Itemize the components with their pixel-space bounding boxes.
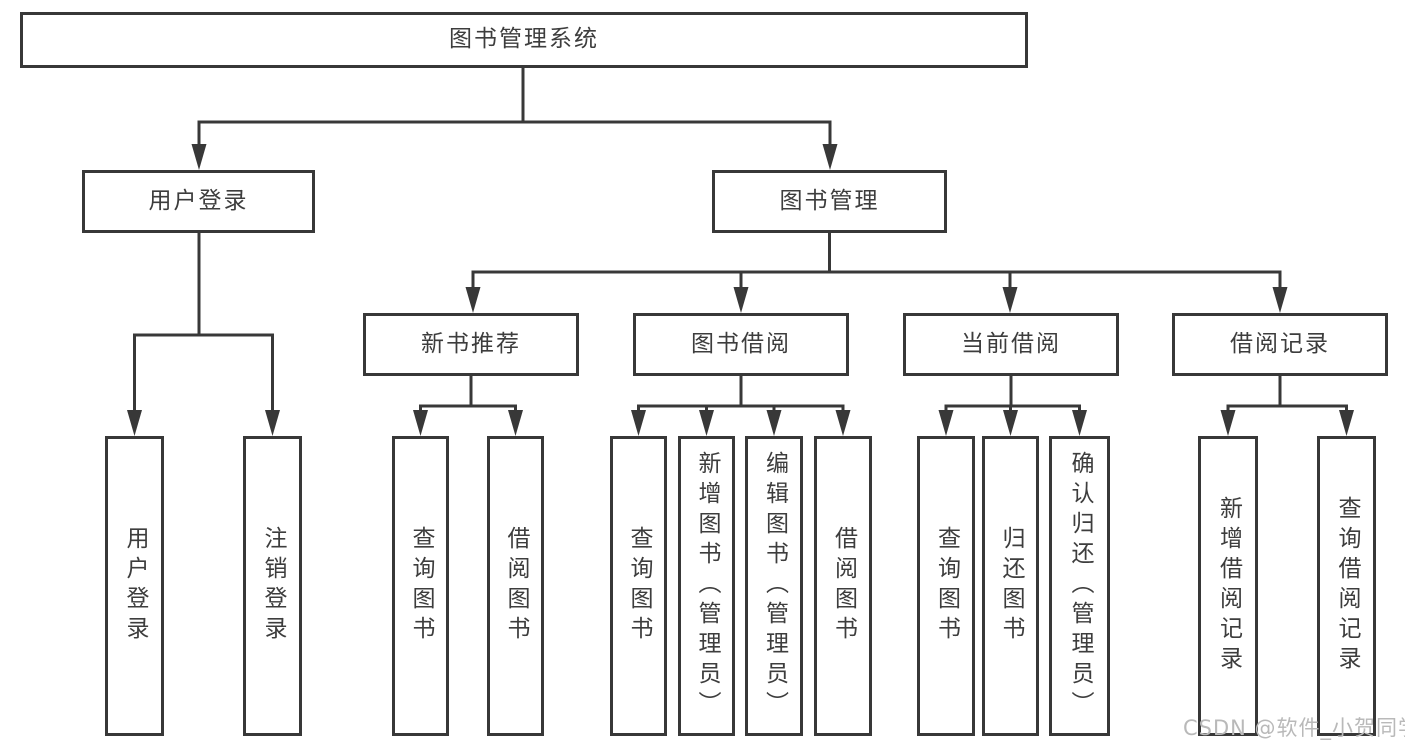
leaf-query-borrow-record: 查询借阅记录 — [1317, 436, 1376, 736]
leaf-user-login: 用户登录 — [105, 436, 164, 736]
arrowhead — [1072, 410, 1087, 436]
arrowhead — [1003, 410, 1018, 436]
arrowhead — [508, 410, 523, 436]
node-book-management: 图书管理 — [712, 170, 947, 233]
arrowhead — [699, 410, 714, 436]
arrowhead — [822, 144, 838, 170]
leaf-confirm-return-admin: 确认归还（管理员） — [1049, 436, 1110, 736]
arrowhead — [1002, 287, 1018, 313]
leaf-query-books-borrowing: 查询图书 — [610, 436, 667, 736]
arrowhead — [465, 287, 481, 313]
connector-line — [637, 376, 845, 416]
leaf-borrow-books-recommend: 借阅图书 — [487, 436, 544, 736]
leaf-add-borrow-record: 新增借阅记录 — [1198, 436, 1258, 736]
connector-line — [1226, 376, 1348, 416]
connector-line — [197, 68, 832, 150]
connector-line — [133, 233, 274, 416]
arrowhead — [1272, 287, 1288, 313]
node-root: 图书管理系统 — [20, 12, 1028, 68]
node-current-borrowing: 当前借阅 — [903, 313, 1119, 376]
arrowhead — [1339, 410, 1354, 436]
arrowhead — [631, 410, 646, 436]
connector-line — [419, 376, 517, 416]
leaf-logout: 注销登录 — [243, 436, 302, 736]
leaf-add-books-admin: 新增图书（管理员） — [678, 436, 735, 736]
node-new-book-recommend: 新书推荐 — [363, 313, 579, 376]
arrowhead — [835, 410, 851, 436]
arrowhead — [766, 410, 782, 436]
node-borrowing-records: 借阅记录 — [1172, 313, 1388, 376]
arrowhead — [938, 410, 954, 436]
arrowhead — [265, 410, 280, 436]
arrowhead — [1220, 410, 1236, 436]
arrowhead — [191, 144, 207, 170]
connector-line — [471, 233, 1282, 293]
node-user-login: 用户登录 — [82, 170, 315, 233]
leaf-query-books-current: 查询图书 — [917, 436, 975, 736]
leaf-edit-books-admin: 编辑图书（管理员） — [745, 436, 803, 736]
leaf-return-books: 归还图书 — [982, 436, 1039, 736]
arrowhead — [127, 410, 142, 436]
leaf-query-books-recommend: 查询图书 — [392, 436, 449, 736]
leaf-borrow-books: 借阅图书 — [814, 436, 872, 736]
watermark: CSDN @软件_小贺同学 — [1183, 716, 1405, 740]
node-book-borrowing: 图书借阅 — [633, 313, 849, 376]
arrowhead — [413, 410, 428, 436]
arrowhead — [733, 287, 749, 313]
